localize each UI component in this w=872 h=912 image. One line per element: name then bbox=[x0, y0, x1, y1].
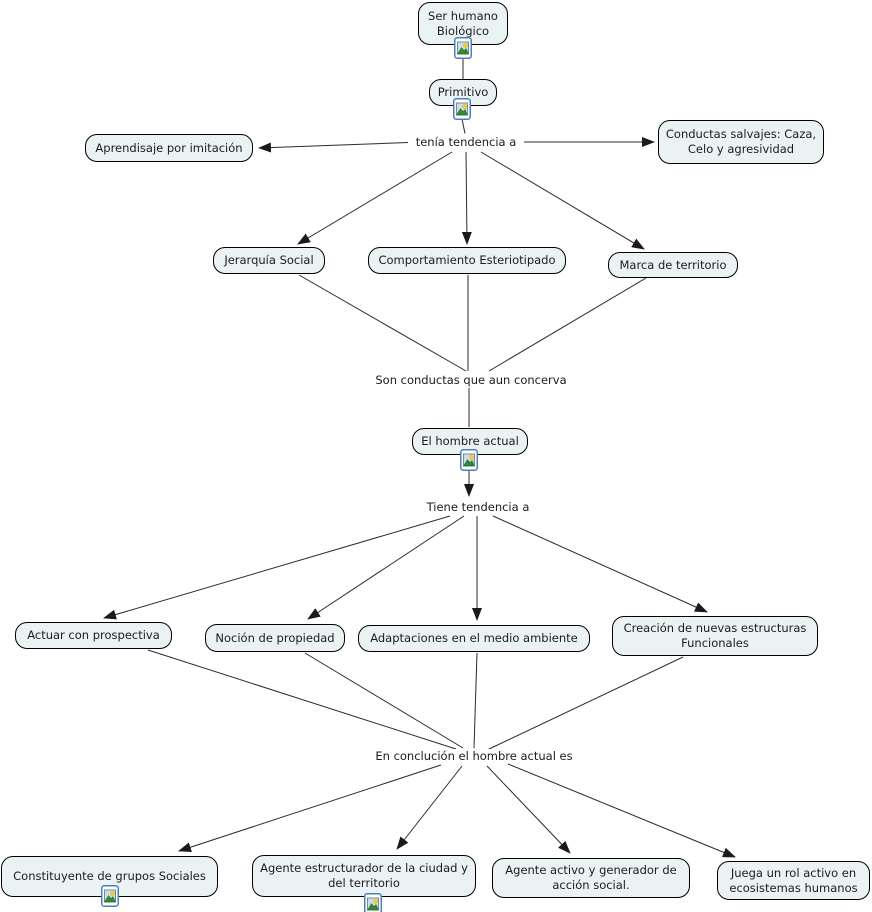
linking-phrase-tenia-tendencia-a[interactable]: tenía tendencia a bbox=[412, 135, 520, 149]
image-resource-icon[interactable] bbox=[101, 885, 119, 907]
linking-phrase-tiene-tendencia-a[interactable]: Tiene tendencia a bbox=[423, 500, 533, 514]
image-resource-icon[interactable] bbox=[453, 98, 471, 120]
connector bbox=[486, 656, 684, 751]
connector bbox=[473, 652, 478, 749]
connector bbox=[147, 649, 457, 750]
concept-nocion-de-propiedad[interactable]: Noción de propiedad bbox=[205, 624, 345, 652]
connector bbox=[488, 277, 647, 372]
connector bbox=[461, 118, 466, 134]
concept-agente-estructurador[interactable]: Agente estructurador de la ciudad y del … bbox=[252, 855, 476, 897]
connector-arrow bbox=[307, 515, 465, 620]
connector-arrow bbox=[103, 515, 451, 620]
image-resource-icon[interactable] bbox=[454, 37, 472, 59]
concept-actuar-con-prospectiva[interactable]: Actuar con prospectiva bbox=[15, 622, 172, 649]
concept-agente-activo[interactable]: Agente activo y generador de acción soci… bbox=[492, 858, 690, 898]
connector-arrow bbox=[461, 151, 472, 245]
concept-adaptaciones-medio-ambiente[interactable]: Adaptaciones en el medio ambiente bbox=[358, 625, 590, 652]
concept-conductas-salvajes[interactable]: Conductas salvajes: Caza, Celo y agresiv… bbox=[658, 120, 824, 164]
connector-arrow bbox=[297, 151, 453, 245]
connector bbox=[304, 652, 464, 749]
connector-arrow bbox=[258, 142, 409, 153]
concept-aprendisaje-por-imitacion[interactable]: Aprendisaje por imitación bbox=[85, 134, 253, 162]
connector-arrow bbox=[507, 763, 736, 858]
connector-arrow bbox=[178, 764, 442, 853]
linking-phrase-son-conductas[interactable]: Son conductas que aun concerva bbox=[372, 373, 570, 387]
concept-creacion-nuevas-estructuras[interactable]: Creación de nuevas estructuras Funcional… bbox=[612, 616, 818, 656]
linking-phrase-en-conclucion[interactable]: En conclución el hombre actual es bbox=[372, 749, 576, 763]
connector-arrow bbox=[492, 515, 708, 613]
image-resource-icon[interactable] bbox=[364, 893, 382, 912]
connector-arrow bbox=[486, 765, 571, 854]
connector bbox=[298, 274, 467, 372]
connector-arrow bbox=[396, 765, 463, 850]
connector-arrow bbox=[480, 151, 645, 250]
concept-jerarquia-social[interactable]: Jerarquía Social bbox=[213, 247, 325, 274]
concept-ser-humano-biologico[interactable]: Ser humano Biológico bbox=[418, 2, 508, 45]
concept-comportamiento-esteriotipado[interactable]: Comportamiento Esteriotipado bbox=[368, 247, 566, 274]
concept-juega-rol-activo[interactable]: Juega un rol activo en ecosistemas human… bbox=[717, 861, 870, 900]
concept-marca-de-territorio[interactable]: Marca de territorio bbox=[608, 252, 738, 278]
image-resource-icon[interactable] bbox=[460, 449, 478, 471]
